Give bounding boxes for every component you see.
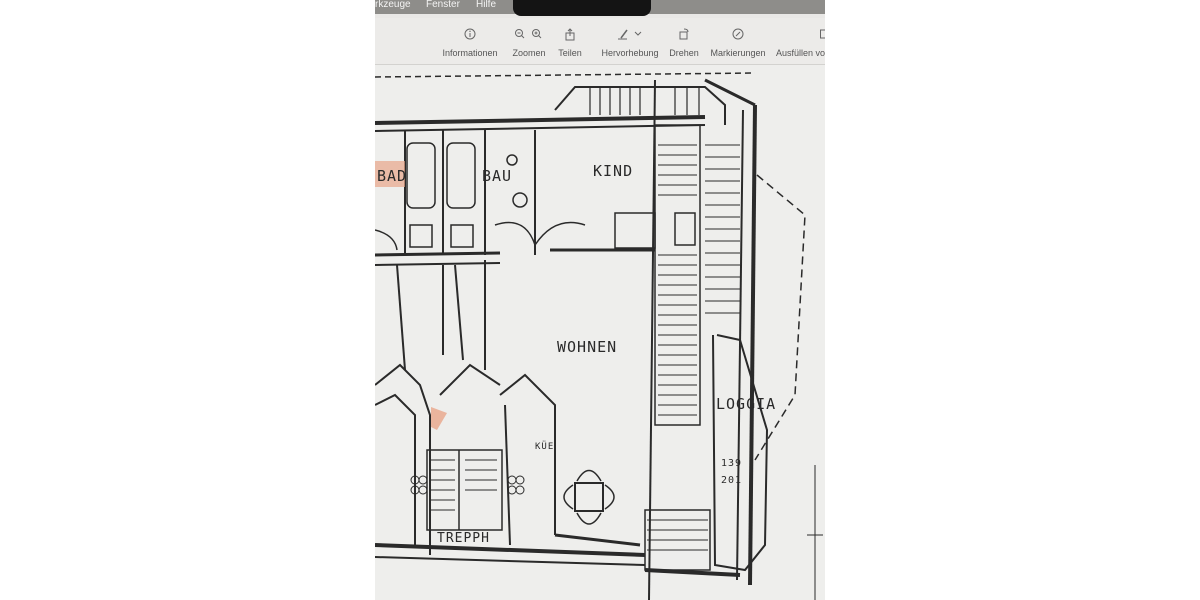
fill-form-label: Ausfüllen vo — [776, 48, 825, 58]
room-label-loggia: LOGGIA — [716, 395, 777, 413]
menu-werkzeuge[interactable]: rkzeuge — [375, 0, 411, 10]
fill-form-button[interactable]: Ausfüllen vo — [775, 18, 825, 64]
rotate-label: Drehen — [669, 48, 699, 58]
zoom-label: Zoomen — [512, 48, 546, 58]
share-button[interactable]: Teilen — [554, 18, 586, 64]
info-label: Informationen — [442, 48, 498, 58]
share-icon — [554, 28, 586, 42]
zoom-button[interactable]: Zoomen — [508, 18, 550, 64]
rotate-icon — [667, 28, 701, 42]
menu-hilfe[interactable]: Hilfe — [476, 0, 497, 10]
zoom-icon — [508, 28, 550, 42]
room-label-bau: BAU — [482, 167, 513, 185]
dimension-loggia-top: 139 — [721, 458, 743, 469]
room-label-bad: BAD — [377, 167, 408, 185]
highlight-button[interactable]: Hervorhebung — [599, 18, 661, 64]
highlight-label: Hervorhebung — [601, 48, 659, 58]
dimension-loggia-bottom: 201 — [721, 475, 743, 486]
camera-notch — [513, 0, 651, 16]
highlight-pen-icon — [599, 28, 661, 42]
rotate-button[interactable]: Drehen — [667, 18, 701, 64]
room-label-treppe: TREPPH — [437, 531, 490, 546]
document-view: BAD BAU KIND WOHNEN LOGGIA TREPPH KÜE 13… — [375, 65, 825, 600]
room-label-kueche: KÜE — [535, 442, 555, 452]
screen-photo: rkzeuge Fenster Hilfe Informationen Zoom… — [375, 0, 825, 600]
fill-form-icon — [820, 28, 825, 42]
menu-fenster[interactable]: Fenster — [426, 0, 460, 10]
share-label: Teilen — [558, 48, 582, 58]
markup-button[interactable]: Markierungen — [708, 18, 768, 64]
info-icon — [442, 28, 498, 42]
markup-label: Markierungen — [710, 48, 766, 58]
room-label-wohnen: WOHNEN — [557, 338, 618, 356]
info-button[interactable]: Informationen — [442, 18, 498, 64]
preview-toolbar: Informationen Zoomen Teilen Hervorhebung… — [375, 18, 825, 65]
floor-plan-drawing — [375, 72, 823, 600]
room-label-kind: KIND — [593, 162, 634, 180]
markup-icon — [708, 28, 768, 42]
